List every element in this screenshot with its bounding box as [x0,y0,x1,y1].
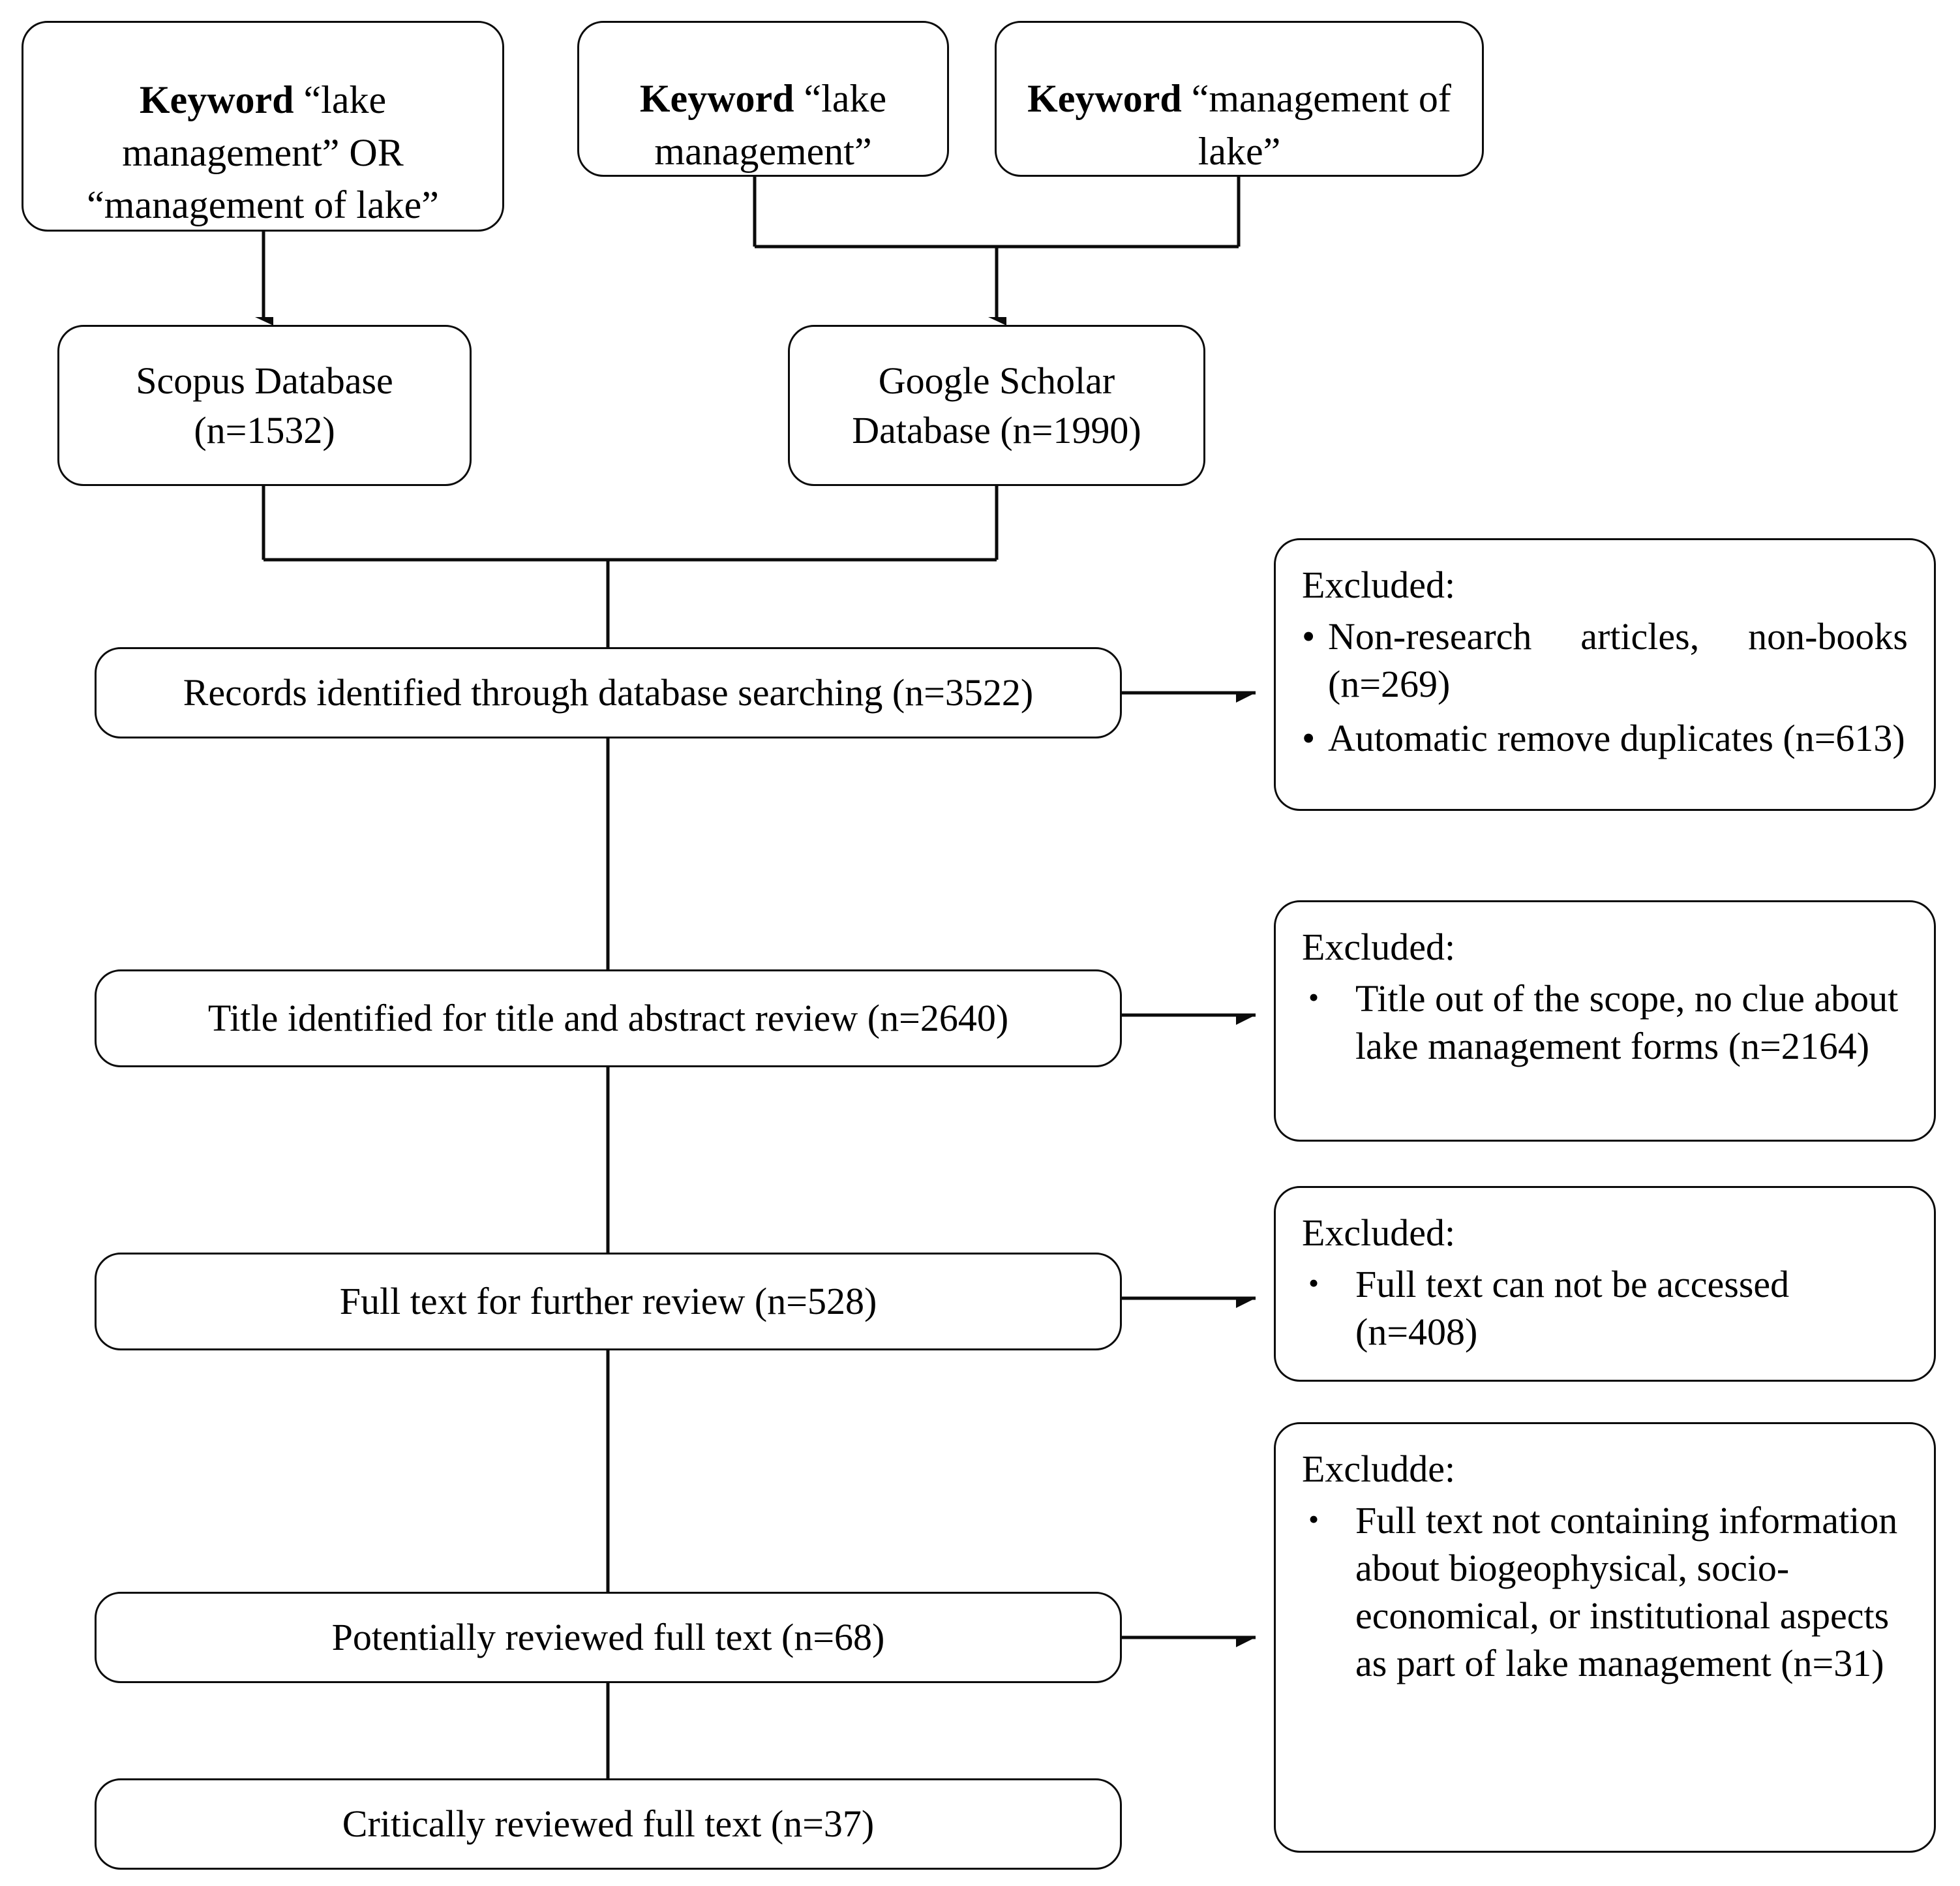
stage-box-critically-reviewed: Critically reviewed full text (n=37) [95,1778,1122,1870]
list-item: • Full text not containing information a… [1302,1497,1908,1687]
keyword-label-bold: Keyword [639,77,794,121]
exclusion-box-3: Excluded: • Full text can not be accesse… [1274,1186,1936,1382]
keyword-label-rest: “lake management” [654,77,887,173]
exclusion-4-list: • Full text not containing information a… [1302,1497,1908,1687]
stage-box-full-text-review: Full text for further review (n=528) [95,1253,1122,1350]
database-box-google-scholar: Google Scholar Database (n=1990) [788,325,1205,486]
exclusion-2-heading: Excluded: [1302,926,1456,968]
exclusion-3-list: • Full text can not be accessed (n=408) [1302,1260,1908,1356]
exclusion-box-2: Excluded: • Title out of the scope, no c… [1274,900,1936,1142]
stage-box-title-abstract-review: Title identified for title and abstract … [95,969,1122,1067]
exclusion-box-4: Excludde: • Full text not containing inf… [1274,1422,1936,1853]
stage-box-potentially-reviewed: Potentially reviewed full text (n=68) [95,1592,1122,1683]
exclusion-2-item-0: Title out of the scope, no clue about la… [1355,977,1899,1067]
stage-full-text-review-text: Full text for further review (n=528) [339,1280,877,1323]
exclusion-1-item-1: Automatic remove duplicates (n=613) [1328,716,1905,759]
stage-records-identified-text: Records identified through database sear… [183,671,1034,714]
keyword-box-management-of-lake: Keyword “management of lake” [995,21,1484,177]
bullet-icon: • [1302,716,1316,759]
keyword-box-lake-management: Keyword “lake management” [577,21,949,177]
keyword-label-rest: “lake management” OR “management of lake… [87,78,439,226]
list-item: • Title out of the scope, no clue about … [1302,975,1908,1070]
list-item: • Automatic remove duplicates (n=613) [1302,714,1908,762]
keyword-label-rest: “management of lake” [1181,77,1451,173]
exclusion-1-list: • Non-research articles, non-books (n=26… [1302,613,1908,762]
list-item: • Non-research articles, non-books (n=26… [1302,613,1908,708]
exclusion-4-item-0: Full text not containing information abo… [1355,1498,1898,1684]
bullet-icon: • [1308,980,1319,1014]
keyword-box-scopus: Keyword “lake management” OR “management… [22,21,504,232]
database-box-scopus: Scopus Database (n=1532) [57,325,472,486]
bullet-icon: • [1308,1502,1319,1536]
exclusion-box-1: Excluded: • Non-research articles, non-b… [1274,538,1936,811]
stage-title-abstract-review-text: Title identified for title and abstract … [207,997,1009,1040]
exclusion-3-item-0: Full text can not be accessed (n=408) [1355,1262,1790,1353]
list-item: • Full text can not be accessed (n=408) [1302,1260,1908,1356]
database-google-scholar-text: Google Scholar Database (n=1990) [852,359,1141,451]
exclusion-4-heading: Excludde: [1302,1448,1456,1490]
exclusion-2-list: • Title out of the scope, no clue about … [1302,975,1908,1070]
stage-box-records-identified: Records identified through database sear… [95,647,1122,738]
database-scopus-text: Scopus Database (n=1532) [136,359,393,451]
keyword-label-bold: Keyword [139,78,294,122]
exclusion-3-heading: Excluded: [1302,1211,1456,1254]
stage-potentially-reviewed-text: Potentially reviewed full text (n=68) [331,1616,885,1659]
bullet-icon: • [1302,615,1316,658]
exclusion-1-heading: Excluded: [1302,564,1456,606]
stage-critically-reviewed-text: Critically reviewed full text (n=37) [342,1802,875,1846]
exclusion-1-item-0: Non-research articles, non-books (n=269) [1328,615,1908,705]
bullet-icon: • [1308,1266,1319,1300]
keyword-label-bold: Keyword [1027,77,1182,121]
